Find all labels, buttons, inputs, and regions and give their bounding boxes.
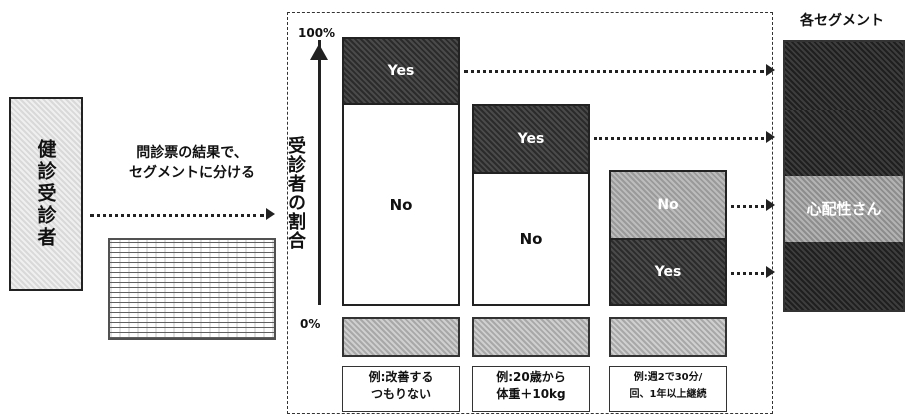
col1-example-line2: つもりない (370, 387, 431, 401)
segment-box-2 (785, 110, 903, 176)
col3-example-line1: 例:週2で30分/ (633, 372, 703, 383)
patient-box: 健診受診者 (9, 97, 83, 291)
questionnaire-image (108, 238, 276, 340)
col3-no-label: No (657, 197, 679, 213)
segment-box-4 (785, 242, 903, 310)
arrow-col3-no (731, 205, 764, 208)
arrow-col1-yes-head (766, 64, 775, 76)
col3-yes-label: Yes (654, 264, 682, 280)
col2-category-box (472, 317, 590, 357)
col2-no-label: No (519, 230, 543, 248)
axis-top-label: 100% (298, 26, 336, 40)
col1-example-box: 例:改善する つもりない (342, 366, 460, 412)
segment-box-1 (785, 42, 903, 110)
col3-example-line2: 回、1年以上継続 (629, 389, 707, 400)
patient-arrow-line (90, 214, 264, 217)
segment-description: 問診票の結果で、 セグメントに分ける (112, 143, 272, 183)
col1-example-line1: 例:改善する (368, 370, 434, 384)
segment-description-line1: 問診票の結果で、 (136, 145, 248, 161)
col2-example-line2: 体重＋10kg (496, 387, 566, 401)
arrow-col2-yes (594, 137, 764, 140)
col2-example-line1: 例:20歳から (496, 370, 566, 384)
segments-column: 心配性さん (783, 40, 905, 312)
arrow-col2-yes-head (766, 131, 775, 143)
col2-example-box: 例:20歳から 体重＋10kg (472, 366, 590, 412)
col2-no-segment: No (472, 172, 590, 306)
arrow-col3-no-head (766, 199, 775, 211)
col1-yes-label: Yes (387, 63, 415, 79)
col1-yes-segment: Yes (342, 37, 460, 105)
y-axis-label: 受診者の割合 (285, 136, 306, 250)
segments-title: 各セグメント (800, 13, 884, 29)
segment-description-line2: セグメントに分ける (129, 165, 255, 181)
patient-label: 健診受診者 (34, 139, 57, 249)
arrow-col1-yes (464, 70, 764, 73)
col2-yes-label: Yes (517, 131, 545, 147)
y-axis-line (318, 40, 321, 305)
col3-yes-segment: Yes (609, 238, 727, 306)
axis-bottom-label: 0% (300, 317, 321, 331)
col3-example-box: 例:週2で30分/ 回、1年以上継続 (609, 366, 727, 412)
col3-no-segment: No (609, 170, 727, 240)
col2-yes-segment: Yes (472, 104, 590, 174)
arrow-col3-yes (731, 272, 764, 275)
arrow-col3-yes-head (766, 266, 775, 278)
y-axis-arrow-icon (310, 44, 328, 60)
col1-no-segment: No (342, 103, 460, 306)
col3-category-box (609, 317, 727, 357)
segment-box-3: 心配性さん (785, 176, 903, 242)
patient-arrow-head (266, 208, 275, 220)
segment-3-line1: 心配性さん (806, 199, 882, 218)
col1-category-box (342, 317, 460, 357)
col1-no-label: No (389, 195, 413, 214)
